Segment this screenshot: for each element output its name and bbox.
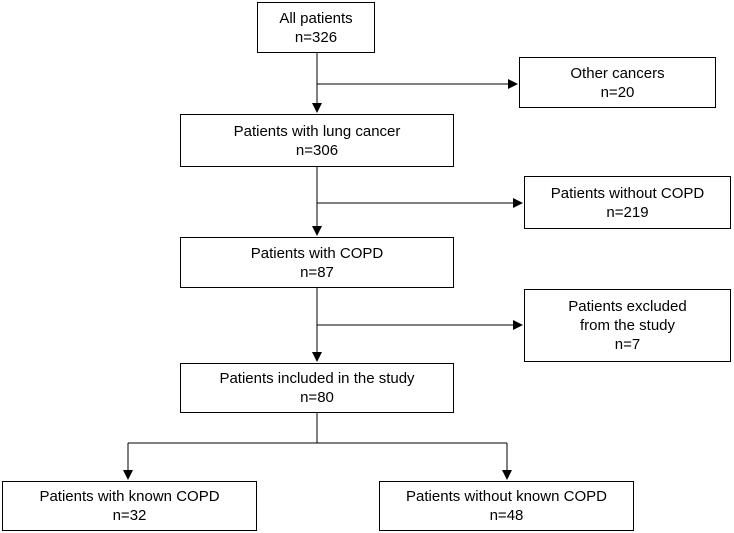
excluded-label-line1: Patients excluded	[568, 298, 687, 315]
included-box: Patients included in the study n=80	[180, 363, 454, 413]
with-copd-box: Patients with COPD n=87	[180, 237, 454, 288]
excluded-label-line2: from the study	[579, 317, 676, 334]
other-cancers-label: Other cancers	[570, 64, 665, 82]
included-label: Patients included in the study	[219, 370, 415, 387]
all-patients-box: All patients n=326	[257, 2, 375, 53]
all-patients-label: All patients	[279, 9, 353, 27]
lung-cancer-box: Patients with lung cancer n=306	[180, 114, 454, 167]
other-cancers-count: n=20	[600, 83, 635, 101]
with-copd-label: Patients with COPD	[250, 244, 384, 262]
without-copd-label: Patients without COPD	[550, 184, 705, 202]
known-copd-count: n=32	[112, 507, 147, 524]
unknown-copd-box: Patients without known COPD n=48	[379, 481, 634, 531]
known-copd-box: Patients with known COPD n=32	[2, 481, 257, 531]
lung-cancer-count: n=306	[295, 141, 339, 159]
included-count: n=80	[300, 389, 334, 406]
without-copd-box: Patients without COPD n=219	[524, 176, 731, 229]
with-copd-count: n=87	[300, 263, 334, 281]
unknown-copd-count: n=48	[489, 507, 524, 524]
other-cancers-box: Other cancers n=20	[519, 57, 716, 108]
without-copd-count: n=219	[606, 203, 649, 221]
all-patients-count: n=326	[294, 28, 338, 46]
excluded-count: n=7	[614, 336, 641, 353]
unknown-copd-label: Patients without known COPD	[406, 488, 607, 505]
known-copd-label: Patients with known COPD	[39, 488, 220, 505]
lung-cancer-label: Patients with lung cancer	[233, 122, 401, 140]
excluded-box: Patients excluded from the study n=7	[524, 289, 731, 362]
